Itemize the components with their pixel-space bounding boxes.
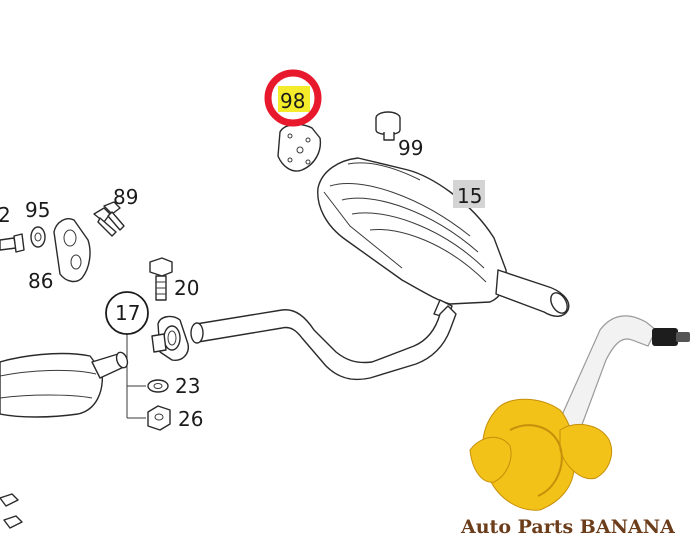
washer-23 <box>147 379 169 393</box>
callout-2: 2 <box>0 203 11 227</box>
callout-26: 26 <box>178 407 203 431</box>
hanger-bracket-86 <box>53 218 91 283</box>
callout-99: 99 <box>398 136 423 160</box>
control-arm-icon <box>557 315 657 431</box>
callout-86: 86 <box>28 269 53 293</box>
screw-2 <box>0 233 25 253</box>
banana-peel-left-icon <box>469 436 512 483</box>
watermark-logo: Auto Parts BANANA <box>460 315 690 538</box>
bolts-89 <box>93 201 125 237</box>
callout-98: 98 <box>280 89 305 113</box>
callout-23: 23 <box>175 374 200 398</box>
bolt-20 <box>149 257 173 301</box>
pipe-clamp <box>151 315 189 361</box>
front-muffler <box>0 351 129 418</box>
leader-17 <box>126 334 146 419</box>
nut-26 <box>147 405 171 431</box>
callout-15-badge <box>453 180 485 208</box>
ball-joint-icon <box>652 328 678 346</box>
watermark-text: Auto Parts BANANA <box>460 516 675 538</box>
callout-89: 89 <box>113 185 138 209</box>
callout-15: 15 <box>457 184 482 208</box>
highlight-ring <box>264 69 322 127</box>
callout-98-highlight: 98 <box>264 69 322 127</box>
rubber-mount-99 <box>375 111 401 141</box>
callout-95: 95 <box>25 198 50 222</box>
callout-17: 17 <box>115 301 140 325</box>
hanger-plate-98 <box>277 123 322 172</box>
callout-17-circle <box>105 291 149 335</box>
highlight-marker <box>278 86 310 112</box>
banana-shade-icon <box>509 424 563 497</box>
washer-95 <box>30 226 46 248</box>
clip-bottom-left <box>0 493 23 529</box>
callout-20: 20 <box>174 276 199 300</box>
ball-joint-stud-icon <box>676 332 690 342</box>
banana-peel-right-icon <box>559 423 612 480</box>
connecting-pipe <box>190 305 457 381</box>
rear-muffler <box>317 157 570 319</box>
